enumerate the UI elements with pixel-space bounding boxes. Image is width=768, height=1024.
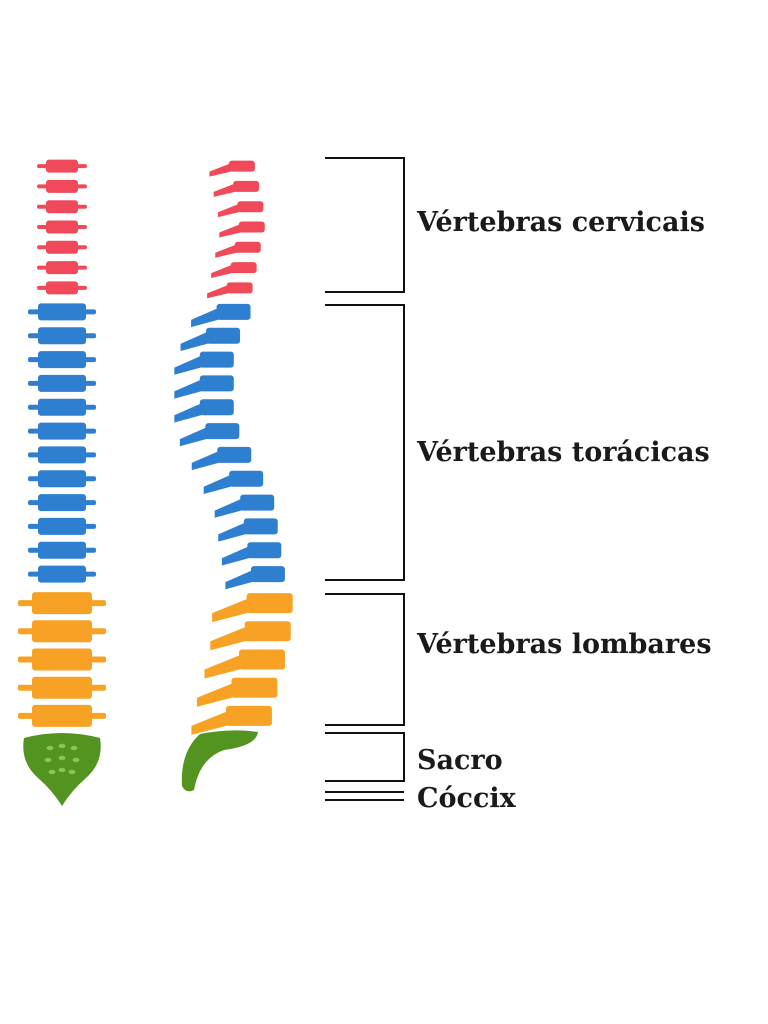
vertebra-thoracic-front	[28, 541, 96, 559]
vertebra-lumbar-front	[18, 620, 106, 643]
label-sacrum: Sacro	[417, 745, 503, 776]
vertebra-cervical-front	[37, 159, 87, 173]
vertebra-thoracic-side	[180, 327, 241, 351]
vertebra-lumbar-front	[18, 676, 106, 699]
region-brackets	[325, 157, 405, 801]
vertebra-lumbar-side	[204, 649, 285, 679]
vertebra-thoracic-front	[28, 374, 96, 392]
vertebra-cervical-side	[215, 241, 261, 258]
vertebra-cervical-side	[219, 221, 265, 238]
vertebra-thoracic-front	[28, 517, 96, 535]
sacral-foramen	[68, 769, 76, 775]
vertebra-lumbar-side	[196, 677, 278, 707]
vertebra-thoracic-front	[28, 398, 96, 416]
sacral-foramen	[46, 745, 54, 751]
spine-side-view	[174, 160, 293, 792]
vertebra-lumbar-side	[191, 705, 272, 735]
sacral-foramen	[72, 757, 80, 763]
vertebra-lumbar-side	[212, 593, 293, 623]
spine-front-view	[18, 159, 106, 806]
vertebra-thoracic-side	[214, 494, 275, 518]
sacral-foramen	[48, 769, 56, 775]
label-lumbar: Vértebras lombares	[416, 629, 712, 660]
vertebra-cervical-side	[209, 160, 255, 177]
vertebra-thoracic-side	[174, 399, 234, 423]
vertebra-cervical-side	[213, 180, 260, 197]
vertebra-lumbar-front	[18, 592, 106, 615]
vertebra-lumbar-front	[18, 704, 106, 727]
vertebra-thoracic-side	[191, 303, 251, 328]
sacral-foramen	[58, 743, 66, 749]
vertebra-thoracic-front	[28, 422, 96, 440]
vertebra-lumbar-front	[18, 648, 106, 671]
vertebra-cervical-front	[37, 220, 87, 234]
vertebra-thoracic-front	[28, 446, 96, 464]
vertebra-thoracic-side	[225, 566, 285, 590]
sacral-foramen	[58, 767, 66, 773]
vertebra-thoracic-front	[28, 494, 96, 512]
vertebra-thoracic-side	[218, 518, 278, 542]
vertebra-thoracic-side	[221, 542, 282, 566]
vertebra-cervical-front	[37, 179, 87, 193]
vertebra-cervical-front	[37, 200, 87, 214]
vertebra-cervical-front	[37, 281, 87, 295]
vertebra-thoracic-front	[28, 351, 96, 369]
vertebra-thoracic-side	[191, 446, 252, 471]
vertebra-cervical-front	[37, 261, 87, 275]
bracket-lumbar	[325, 593, 405, 726]
bracket-cervical	[325, 157, 405, 293]
bracket-thoracic	[325, 304, 405, 581]
label-thoracic: Vértebras torácicas	[416, 437, 710, 468]
sacral-foramen	[70, 745, 78, 751]
vertebra-lumbar-side	[210, 621, 291, 651]
vertebra-cervical-front	[37, 240, 87, 254]
vertebra-thoracic-front	[28, 470, 96, 488]
vertebra-cervical-side	[217, 201, 264, 218]
vertebra-thoracic-side	[174, 351, 234, 375]
vertebra-thoracic-side	[203, 470, 264, 494]
vertebra-thoracic-front	[28, 327, 96, 345]
label-cervical: Vértebras cervicais	[416, 207, 705, 238]
sacral-foramen	[58, 755, 66, 761]
bracket-sacrum	[325, 732, 405, 782]
vertebra-thoracic-front	[28, 565, 96, 583]
sacral-foramen	[44, 757, 52, 763]
vertebra-cervical-side	[207, 282, 253, 299]
vertebra-cervical-side	[211, 262, 257, 279]
vertebra-thoracic-side	[174, 375, 234, 399]
label-coccyx: Cóccix	[417, 783, 517, 814]
vertebra-thoracic-side	[179, 423, 240, 447]
sacrum-side	[181, 730, 258, 792]
vertebra-thoracic-front	[28, 303, 96, 321]
